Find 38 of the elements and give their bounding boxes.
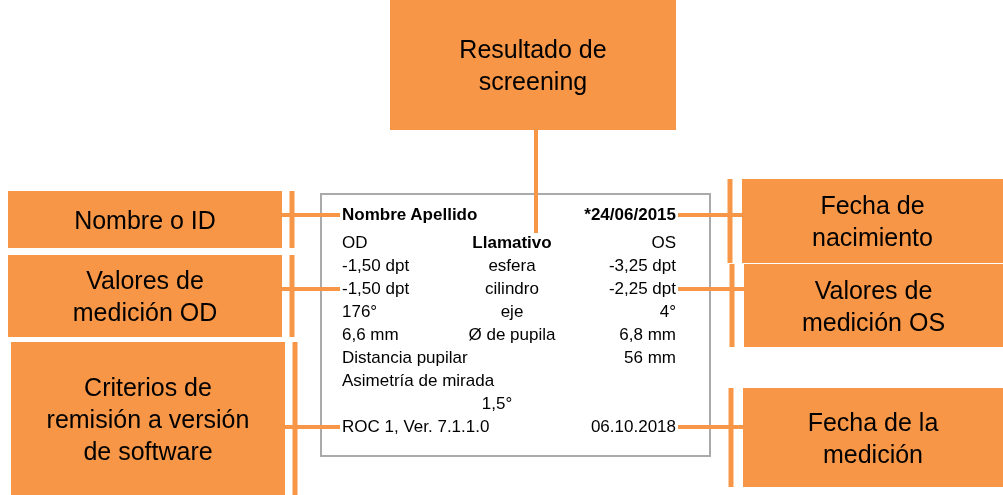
printout-text: Asimetría de mirada xyxy=(342,371,495,391)
leader-line xyxy=(282,287,340,291)
callout-box: Valores de medición OD xyxy=(8,255,282,337)
printout-text: *24/06/2015 xyxy=(584,205,676,225)
printout-text: esfera xyxy=(488,256,536,276)
printout-text: ROC 1, Ver. 7.1.1.0 xyxy=(342,417,490,437)
leader-line xyxy=(534,130,538,233)
printout-text: 176° xyxy=(342,302,378,322)
callout-box: Criterios de remisión a versión de software xyxy=(11,342,285,495)
printout-text: OD xyxy=(342,233,368,253)
printout-text: -1,50 dpt xyxy=(342,256,410,276)
callout-box: Fecha de nacimiento xyxy=(742,179,1003,263)
printout-text: 06.10.2018 xyxy=(590,417,676,437)
callout-box: Valores de medición OS xyxy=(744,264,1003,347)
printout-text: OS xyxy=(651,233,676,253)
leader-line xyxy=(285,425,340,429)
printout-text: Ø de pupila xyxy=(468,325,556,345)
callout-box: Resultado de screening xyxy=(390,0,676,130)
printout-text: cilindro xyxy=(485,279,539,299)
printout-text: 4° xyxy=(659,302,676,322)
leader-line xyxy=(282,213,340,217)
printout-text: eje xyxy=(500,302,524,322)
printout-text: -2,25 dpt xyxy=(608,279,676,299)
printout-text: 6,6 mm xyxy=(342,325,399,345)
printout-text: 56 mm xyxy=(624,348,676,368)
printout-text: Distancia pupilar xyxy=(342,348,468,368)
printout-text: -1,50 dpt xyxy=(342,279,410,299)
leader-line xyxy=(678,213,742,217)
callout-box: Fecha de la medición xyxy=(743,388,1003,487)
leader-line xyxy=(678,425,743,429)
leader-line xyxy=(678,287,744,291)
printout-card xyxy=(320,193,711,457)
printout-text: Llamativo xyxy=(472,233,552,253)
printout-text: -3,25 dpt xyxy=(608,256,676,276)
printout-text: 6,8 mm xyxy=(619,325,676,345)
printout-text: Nombre Apellido xyxy=(342,205,478,225)
callout-box: Nombre o ID xyxy=(8,191,282,248)
printout-text: 1,5° xyxy=(481,394,513,414)
